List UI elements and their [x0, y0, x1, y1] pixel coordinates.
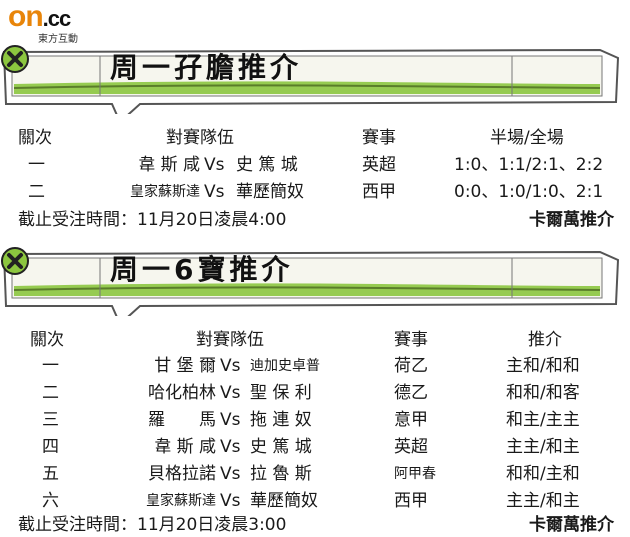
- row-league: 德乙: [394, 383, 428, 403]
- row-home-team: 皇家蘇斯達: [146, 493, 216, 509]
- row-home-team: 韋 斯 咸: [138, 155, 200, 175]
- table-row: 四 韋 斯 咸 Vs 史 篤 城 英超 主主/和主: [0, 435, 630, 459]
- table-row: 六 皇家蘇斯達 Vs 華歷簡奴 西甲 主主/和主: [0, 489, 630, 513]
- table-row: 一 韋 斯 咸 Vs 史 篤 城 英超 1:0、1:1/2:1、2:2: [0, 153, 630, 177]
- oncc-logo: on.cc 東方互動: [8, 0, 88, 46]
- row-league: 西甲: [362, 182, 396, 202]
- row-pick: 和和/主和: [506, 464, 580, 484]
- section-2-title: 周一6寶推介: [110, 253, 294, 286]
- header-pick: 半場/全場: [490, 128, 564, 148]
- section-2-header-row: 關次 對賽隊伍 賽事 推介: [0, 328, 630, 352]
- banner-section-1: 周一孖膽推介: [0, 44, 630, 114]
- header-league: 賽事: [394, 330, 428, 350]
- row-home-team: 貝格拉諾: [148, 464, 216, 484]
- row-league: 意甲: [394, 410, 428, 430]
- banner-frame-2: [2, 250, 620, 316]
- banner-frame-1: [2, 48, 620, 114]
- row-vs: Vs: [204, 155, 225, 175]
- row-league: 英超: [362, 155, 396, 175]
- section-1-title: 周一孖膽推介: [110, 51, 303, 84]
- row-home-team: 羅 馬: [148, 410, 216, 430]
- row-home-team: 皇家蘇斯達: [130, 184, 200, 200]
- row-away-team: 史 篤 城: [250, 437, 312, 457]
- table-row: 五 貝格拉諾 Vs 拉 魯 斯 阿甲春 和和/主和: [0, 462, 630, 486]
- table-row: 二 皇家蘇斯達 Vs 華歷簡奴 西甲 0:0、1:0/1:0、2:1: [0, 180, 630, 204]
- row-away-team: 拉 魯 斯: [250, 464, 312, 484]
- section-2-deadline: 截止受注時間：11月20日凌晨3:00: [18, 515, 287, 535]
- row-round: 三: [42, 410, 59, 430]
- row-vs: Vs: [220, 491, 241, 511]
- row-league: 英超: [394, 437, 428, 457]
- logo-subtitle: 東方互動: [38, 34, 78, 45]
- row-league: 西甲: [394, 491, 428, 511]
- row-pick: 主和/和和: [506, 356, 580, 376]
- row-round: 一: [42, 356, 59, 376]
- section-2-author: 卡爾萬推介: [529, 515, 614, 535]
- logo-on: on: [8, 0, 44, 33]
- row-pick: 和主/主主: [506, 410, 580, 430]
- row-round: 二: [28, 182, 45, 202]
- row-away-team: 聖 保 利: [250, 383, 312, 403]
- header-round: 關次: [18, 128, 52, 148]
- row-home-team: 哈化柏林: [148, 383, 216, 403]
- row-pick: 和和/和客: [506, 383, 580, 403]
- banner-section-2: 周一6寶推介: [0, 246, 630, 316]
- header-teams: 對賽隊伍: [196, 330, 264, 350]
- row-away-team: 華歷簡奴: [236, 182, 304, 202]
- row-league: 阿甲春: [394, 466, 436, 482]
- row-home-team: 甘 堡 爾: [154, 356, 216, 376]
- row-league: 荷乙: [394, 356, 428, 376]
- logo-cc: .cc: [42, 6, 72, 31]
- row-pick: 1:0、1:1/2:1、2:2: [454, 155, 604, 175]
- section-1-author: 卡爾萬推介: [529, 210, 614, 230]
- header-teams: 對賽隊伍: [166, 128, 234, 148]
- row-away-team: 迪加史卓普: [250, 358, 320, 374]
- header-pick: 推介: [528, 330, 562, 350]
- row-away-team: 史 篤 城: [236, 155, 298, 175]
- row-vs: Vs: [220, 410, 241, 430]
- row-vs: Vs: [220, 464, 241, 484]
- row-round: 四: [42, 437, 59, 457]
- row-vs: Vs: [220, 383, 241, 403]
- row-vs: Vs: [220, 356, 241, 376]
- row-pick: 主主/和主: [506, 437, 580, 457]
- row-round: 五: [42, 464, 59, 484]
- close-icon[interactable]: [0, 44, 30, 74]
- row-away-team: 拖 連 奴: [250, 410, 312, 430]
- row-vs: Vs: [220, 437, 241, 457]
- table-row: 三 羅 馬 Vs 拖 連 奴 意甲 和主/主主: [0, 408, 630, 432]
- table-row: 二 哈化柏林 Vs 聖 保 利 德乙 和和/和客: [0, 381, 630, 405]
- table-row: 一 甘 堡 爾 Vs 迪加史卓普 荷乙 主和/和和: [0, 354, 630, 378]
- section-1-deadline: 截止受注時間：11月20日凌晨4:00: [18, 210, 287, 230]
- row-pick: 主主/和主: [506, 491, 580, 511]
- row-round: 一: [28, 155, 45, 175]
- close-icon[interactable]: [0, 246, 30, 276]
- row-home-team: 韋 斯 咸: [154, 437, 216, 457]
- row-round: 二: [42, 383, 59, 403]
- row-round: 六: [42, 491, 59, 511]
- header-league: 賽事: [362, 128, 396, 148]
- header-round: 關次: [30, 330, 64, 350]
- section-1-header-row: 關次 對賽隊伍 賽事 半場/全場: [0, 126, 630, 150]
- row-away-team: 華歷簡奴: [250, 491, 318, 511]
- row-pick: 0:0、1:0/1:0、2:1: [454, 182, 604, 202]
- row-vs: Vs: [204, 182, 225, 202]
